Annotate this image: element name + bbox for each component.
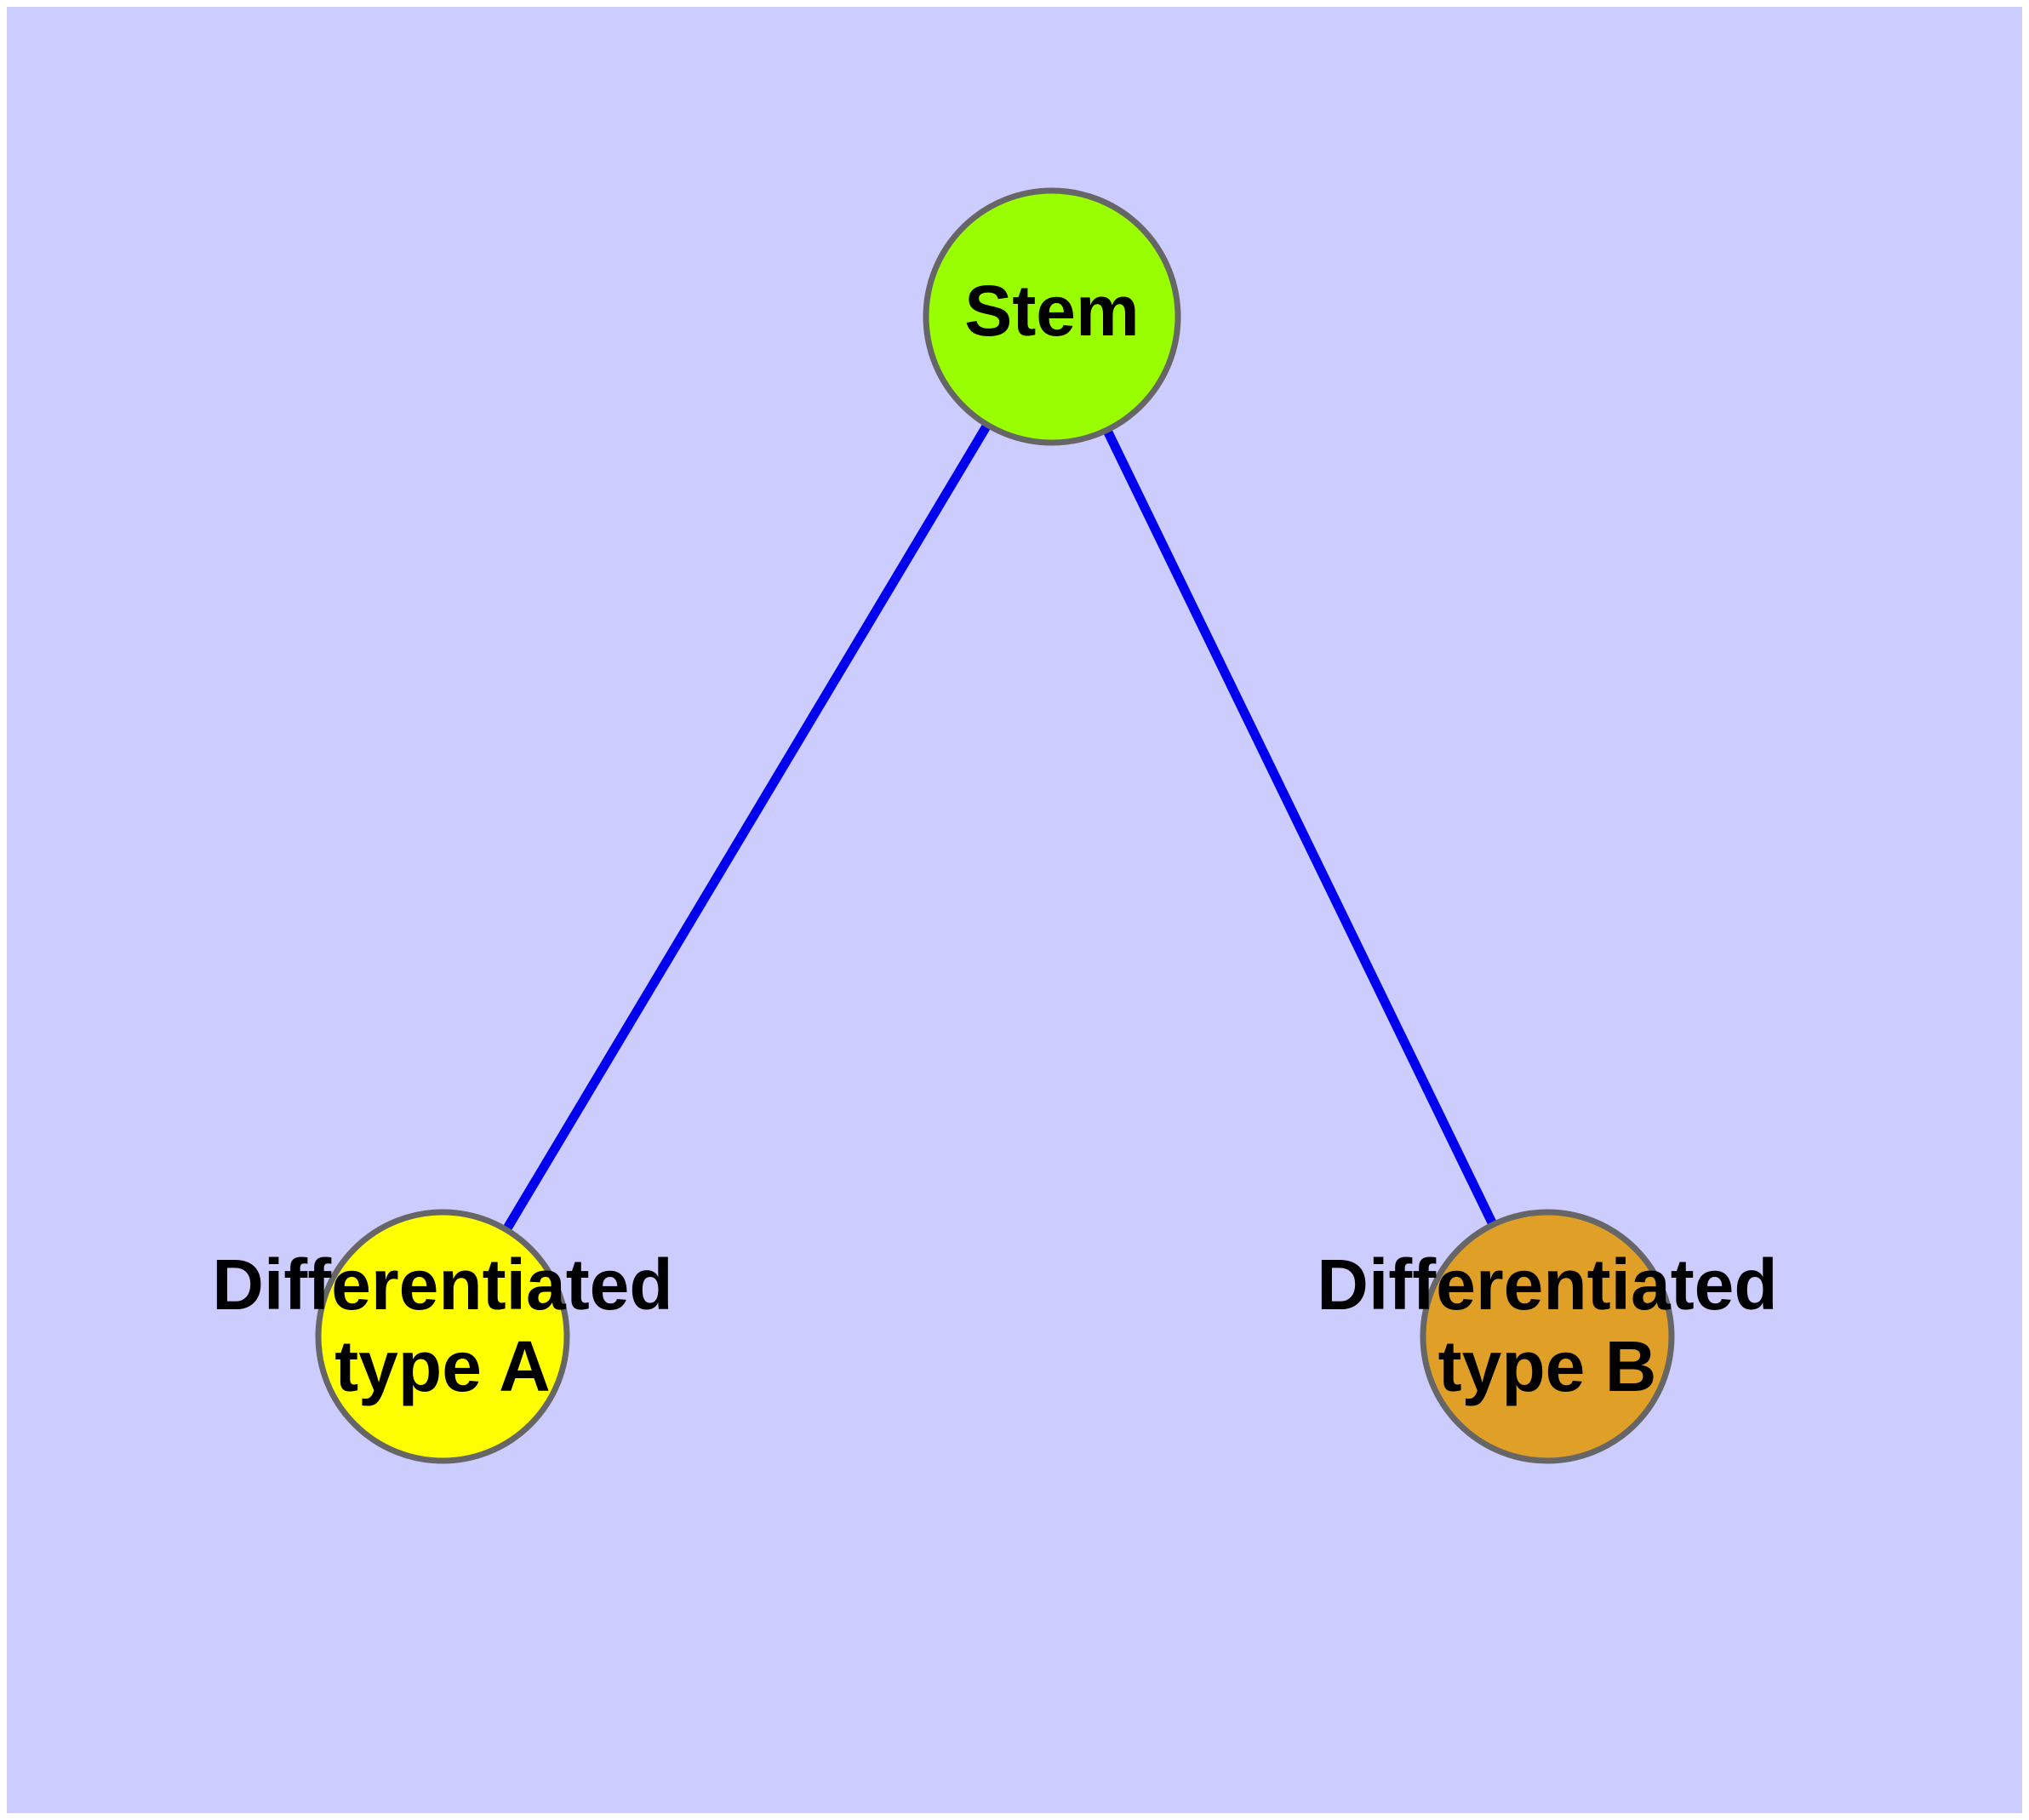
node-label-line: type B — [1438, 1326, 1657, 1406]
node-label-stem: Stem — [964, 271, 1139, 351]
node-stem[interactable] — [923, 187, 1181, 446]
edge-stem-to-differentiated-type-b[interactable] — [1101, 426, 1499, 1228]
node-differentiated-type-b[interactable] — [1420, 1209, 1675, 1464]
node-label-line: Stem — [964, 271, 1139, 351]
node-circle-stem[interactable] — [923, 187, 1181, 446]
node-label-line: type A — [334, 1326, 551, 1406]
node-differentiated-type-a[interactable] — [315, 1209, 570, 1464]
node-circle-differentiated-type-a[interactable] — [315, 1209, 570, 1464]
node-layer — [315, 187, 1675, 1464]
edge-layer — [501, 421, 1499, 1234]
node-label-line: Differentiated — [1317, 1245, 1777, 1325]
node-circle-differentiated-type-b[interactable] — [1420, 1209, 1675, 1464]
node-label-line: Differentiated — [212, 1245, 672, 1325]
edge-stem-to-differentiated-type-a[interactable] — [501, 421, 992, 1234]
